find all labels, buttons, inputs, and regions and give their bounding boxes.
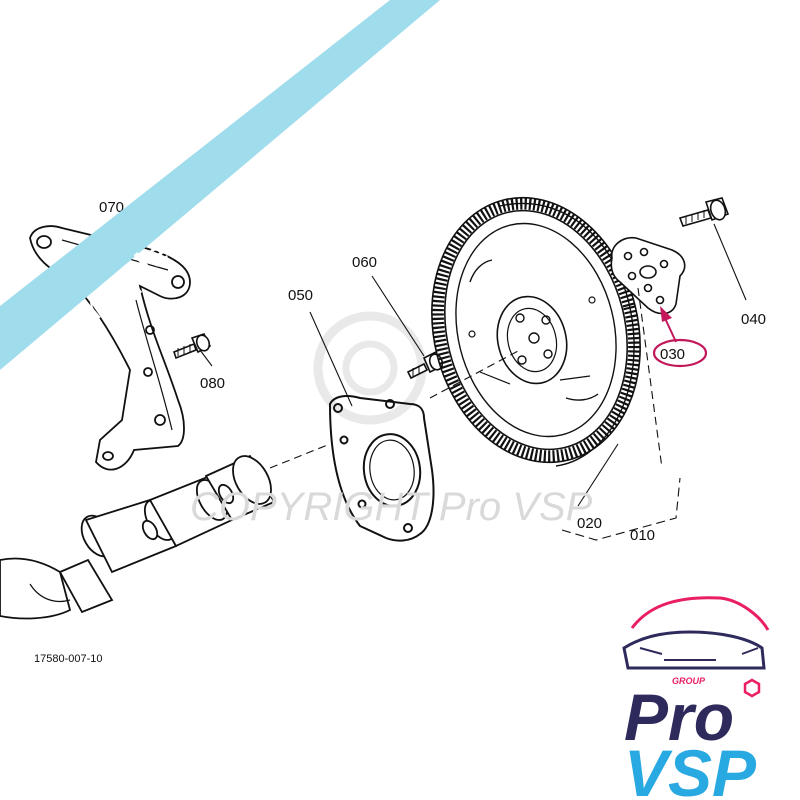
bolt-060-drawing (406, 350, 444, 380)
leader-lines (111, 219, 747, 541)
logo-pro-text: Pro (624, 680, 734, 754)
part-label-040[interactable]: 040 (741, 311, 766, 328)
bolt-040-drawing (678, 197, 730, 227)
crankshaft-drawing (0, 454, 276, 620)
drawing-reference-code: 17580-007-10 (34, 653, 103, 665)
part-label-080[interactable]: 080 (200, 375, 225, 392)
pro-vsp-logo: GROUP Pro VSP (622, 596, 770, 800)
part-label-010[interactable]: 010 (630, 527, 655, 544)
car-outline-icon (622, 596, 770, 670)
logo-group-text: GROUP (672, 676, 706, 686)
website-banner-text[interactable]: pro-piece-vsp.com (57, 105, 329, 342)
bolt-080-drawing (173, 333, 212, 360)
hex-nut-icon (743, 678, 761, 698)
plate-030-drawing (610, 236, 686, 315)
logo-vsp-text: VSP (624, 736, 757, 800)
part-label-030[interactable]: 030 (660, 346, 685, 363)
part-label-060[interactable]: 060 (352, 254, 377, 271)
highlight-arrow-030 (652, 306, 708, 368)
part-label-050[interactable]: 050 (288, 287, 313, 304)
copyright-watermark-text: COPYRIGHT Pro VSP (190, 485, 593, 529)
part-label-070[interactable]: 070 (99, 199, 124, 216)
flywheel-010-drawing (431, 196, 641, 467)
part-label-020[interactable]: 020 (577, 515, 602, 532)
plate-050-drawing (328, 395, 435, 542)
bracket-070-drawing (29, 225, 191, 471)
